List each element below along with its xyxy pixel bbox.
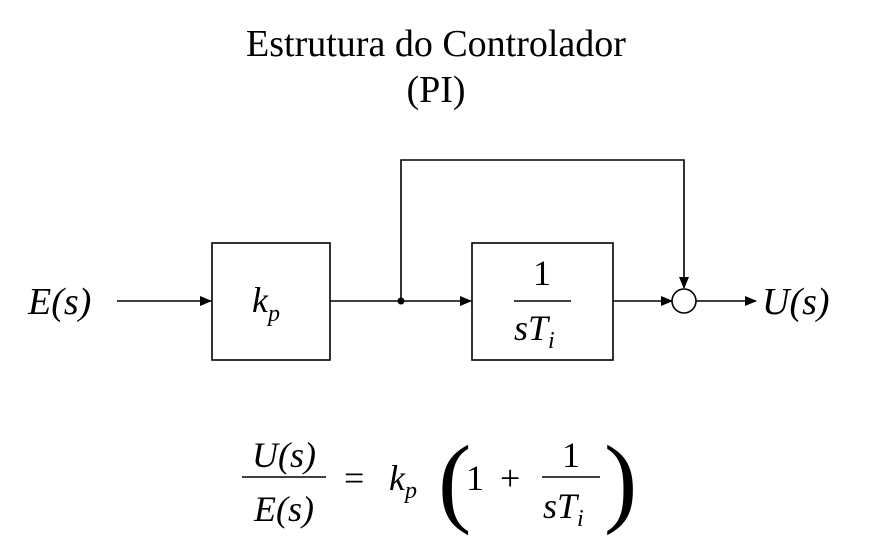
equation-lhs-numerator: U(s) bbox=[252, 435, 316, 475]
proportional-gain-symbol: k bbox=[252, 280, 269, 320]
equation-fraction-denominator-subscript: i bbox=[577, 506, 584, 532]
output-signal-label: U(s) bbox=[762, 281, 830, 323]
title-line-1: Estrutura do Controlador bbox=[246, 23, 626, 65]
feedforward-path bbox=[400, 159, 689, 301]
integral-denominator-main: sT bbox=[514, 308, 551, 348]
equation-fraction-denominator-main: sT bbox=[543, 486, 580, 526]
equation-fraction-denominator: sTi bbox=[543, 486, 584, 532]
equation-equals: = bbox=[344, 458, 364, 498]
equation-one: 1 bbox=[466, 458, 484, 498]
integral-denominator-subscript: i bbox=[548, 328, 555, 354]
equation-fraction-numerator: 1 bbox=[562, 435, 580, 475]
equation-gain: kp bbox=[389, 458, 417, 504]
equation-open-paren: ( bbox=[438, 425, 471, 536]
equation-lhs-denominator: E(s) bbox=[253, 489, 314, 529]
equation-gain-symbol: k bbox=[389, 458, 406, 498]
summing-junction bbox=[671, 288, 697, 314]
equation-close-paren: ) bbox=[604, 425, 637, 536]
integral-block-numerator: 1 bbox=[533, 253, 551, 293]
input-signal-label: E(s) bbox=[27, 281, 91, 323]
proportional-block-gain: kp bbox=[252, 280, 280, 327]
transfer-function-equation: U(s) E(s) = kp ( 1 + 1 sTi ) bbox=[242, 425, 637, 536]
proportional-gain-subscript: p bbox=[266, 301, 280, 327]
title-line-2: (PI) bbox=[406, 69, 465, 111]
integral-block-denominator: sTi bbox=[514, 308, 555, 354]
equation-gain-subscript: p bbox=[403, 478, 417, 504]
equation-plus: + bbox=[500, 458, 520, 498]
